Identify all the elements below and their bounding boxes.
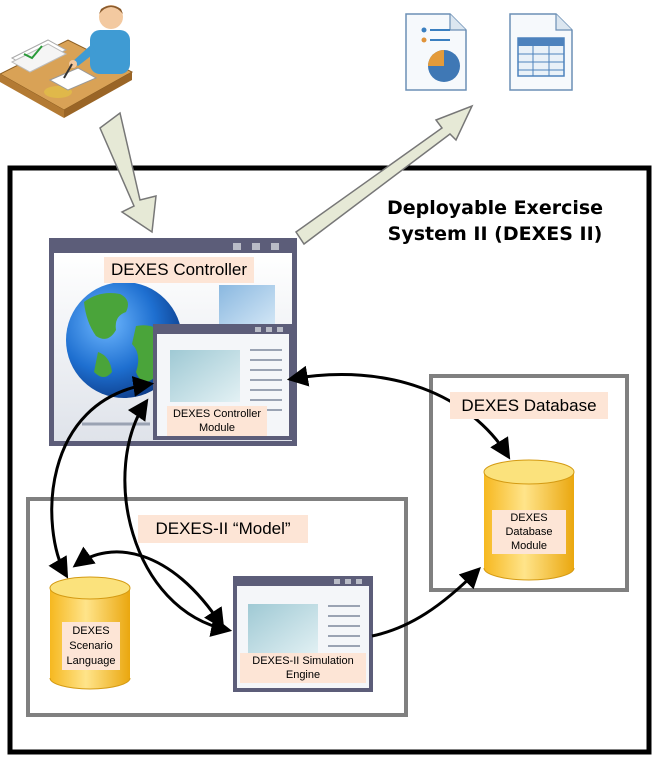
controller-scenario-connector bbox=[48, 376, 155, 579]
scenario-language-label: DEXES Scenario Language bbox=[62, 622, 120, 670]
controller-label: DEXES Controller bbox=[104, 257, 254, 283]
engine-database-connector bbox=[371, 567, 481, 638]
model-label: DEXES-II “Model” bbox=[138, 515, 308, 543]
user-at-desk-icon bbox=[0, 5, 134, 118]
controller-database-connector bbox=[286, 365, 511, 460]
pie-chart-document-icon bbox=[405, 13, 467, 91]
input-arrow bbox=[99, 111, 157, 234]
system-title-line2: System II (DEXES II) bbox=[387, 223, 603, 245]
spreadsheet-document-icon bbox=[509, 13, 573, 91]
simulation-engine-label: DEXES-II Simulation Engine bbox=[240, 653, 366, 683]
database-module-label: DEXES Database Module bbox=[492, 510, 566, 554]
system-title: Deployable Exercise System II (DEXES II) bbox=[385, 195, 605, 247]
controller-module-label: DEXES Controller Module bbox=[167, 406, 267, 436]
database-label: DEXES Database bbox=[450, 392, 608, 419]
output-arrow bbox=[294, 104, 474, 246]
scenario-engine-connector bbox=[72, 546, 225, 630]
system-title-line1: Deployable Exercise bbox=[386, 197, 604, 219]
